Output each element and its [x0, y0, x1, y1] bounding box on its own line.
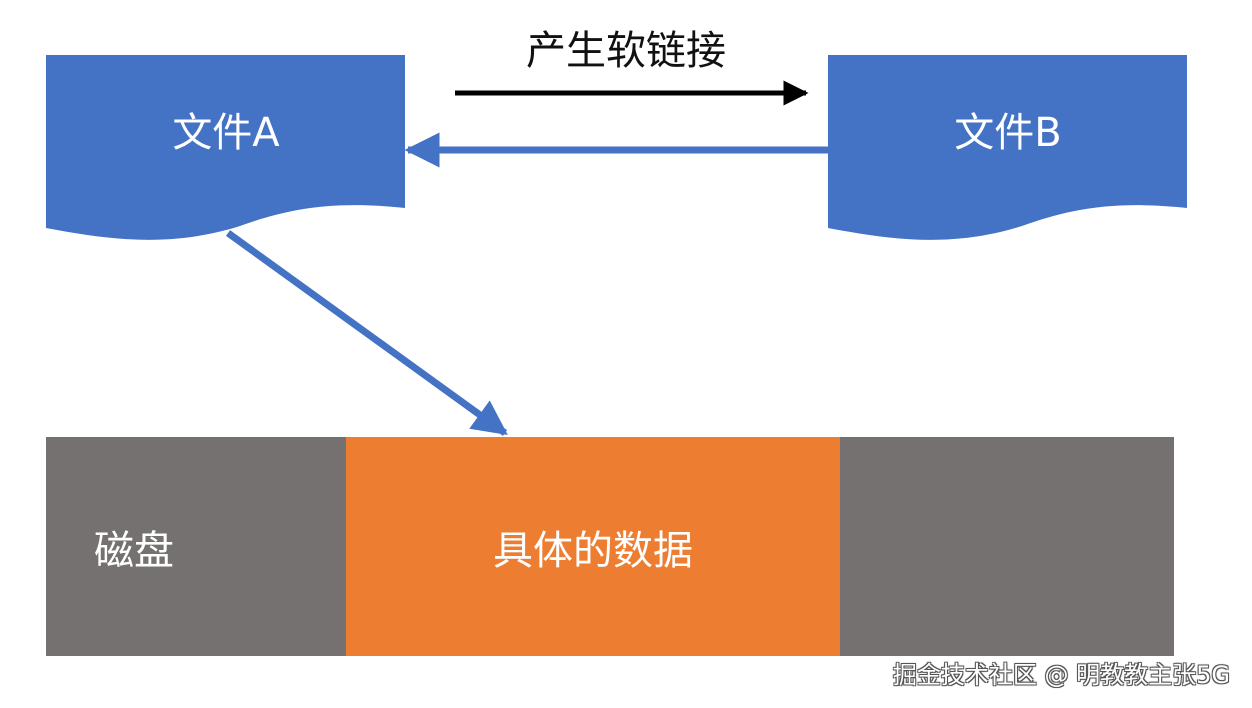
file-a-to-data-arrow — [225, 230, 508, 436]
file-b-block — [828, 55, 1187, 240]
data-label: 具体的数据 — [493, 528, 693, 574]
data-block — [346, 437, 840, 656]
disk-label: 磁盘 — [94, 528, 174, 574]
watermark: 掘金技术社区 @ 明教教主张5G — [892, 661, 1230, 689]
file-a-block — [46, 55, 405, 240]
file-a-label: 文件A — [172, 110, 280, 156]
link-label: 产生软链接 — [526, 28, 726, 74]
file-b-label: 文件B — [954, 110, 1061, 156]
